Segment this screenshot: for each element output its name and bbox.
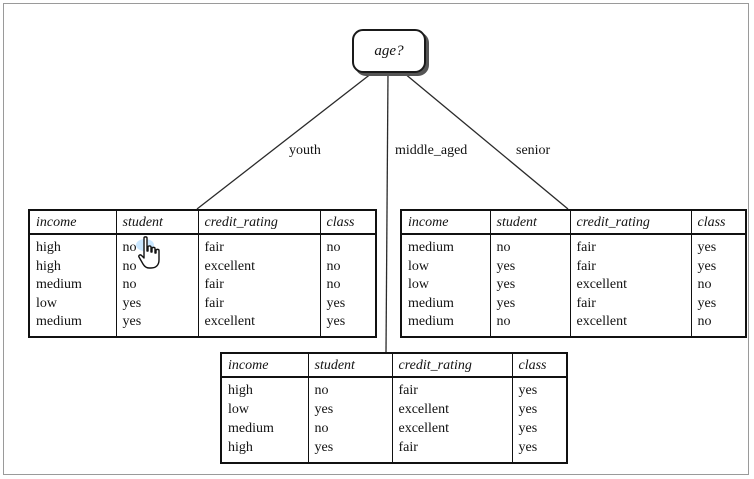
- cell-credit-rating: excellent: [392, 401, 513, 421]
- cell-class: no: [697, 277, 712, 293]
- cell-class: yes: [326, 314, 346, 330]
- column-header-income: income: [30, 211, 117, 235]
- root-node-age: age?: [352, 29, 426, 73]
- column-header-student: student: [308, 354, 393, 378]
- cell-credit-rating: fair: [198, 276, 321, 295]
- cell-student: yes: [308, 401, 393, 421]
- root-node-label: age?: [374, 42, 404, 59]
- cell-income: low: [30, 294, 117, 314]
- cell-student: no: [308, 377, 393, 402]
- table-row: low yes excellent yes: [222, 401, 566, 421]
- column-header-class: class: [691, 211, 745, 235]
- table-row: medium yes fair yes: [402, 294, 745, 314]
- branch-label-middle-aged: middle_aged: [395, 143, 468, 158]
- cell-class: no: [326, 240, 341, 255]
- cell-student: yes: [490, 294, 571, 314]
- branch-label-senior: senior: [516, 143, 551, 158]
- cell-income: medium: [30, 313, 117, 336]
- partition-table-senior: income student credit_rating class mediu…: [400, 209, 747, 338]
- column-header-credit-rating: credit_rating: [198, 211, 321, 235]
- cell-credit-rating: excellent: [198, 313, 321, 336]
- cell-student: no: [490, 313, 571, 336]
- cell-credit-rating: fair: [570, 294, 692, 314]
- edge-youth: [196, 72, 373, 210]
- cell-student: no: [116, 234, 199, 258]
- cell-income: medium: [30, 276, 117, 295]
- cell-income: medium: [402, 313, 491, 336]
- table-row: low yes fair yes: [30, 294, 375, 314]
- column-header-class: class: [512, 354, 566, 378]
- table-row: high yes fair yes: [222, 438, 566, 462]
- cell-credit-rating: excellent: [570, 313, 692, 336]
- column-header-income: income: [222, 354, 309, 378]
- cell-class: no: [326, 258, 341, 274]
- cell-class: yes: [697, 240, 717, 255]
- cell-income: high: [30, 257, 117, 277]
- cell-class: yes: [518, 402, 538, 418]
- cell-class: no: [326, 277, 341, 293]
- cell-income: high: [222, 438, 309, 462]
- cell-student: no: [308, 420, 393, 439]
- cell-income: high: [222, 377, 309, 402]
- cell-class: yes: [326, 295, 346, 311]
- cell-student: yes: [490, 257, 571, 277]
- cell-student: yes: [490, 276, 571, 295]
- partition-table-middle-aged: income student credit_rating class high …: [220, 352, 568, 464]
- header-row: income student credit_rating class: [222, 354, 566, 378]
- table-row: high no excellent no: [30, 257, 375, 277]
- cell-credit-rating: fair: [198, 294, 321, 314]
- cell-income: low: [222, 401, 309, 421]
- cell-credit-rating: fair: [392, 377, 513, 402]
- table-row: medium yes excellent yes: [30, 313, 375, 336]
- cell-student: no: [490, 234, 571, 258]
- cell-class: yes: [518, 421, 538, 437]
- table-row: medium no fair no: [30, 276, 375, 295]
- cell-student: yes: [116, 294, 199, 314]
- column-header-student: student: [116, 211, 199, 235]
- cell-income: low: [402, 257, 491, 277]
- cell-student: yes: [308, 438, 393, 462]
- cell-income: medium: [402, 234, 491, 258]
- table-row: high no fair no: [30, 234, 375, 258]
- edge-middle-aged: [385, 72, 389, 353]
- cell-income: medium: [402, 294, 491, 314]
- cell-credit-rating: excellent: [570, 276, 692, 295]
- column-header-class: class: [320, 211, 375, 235]
- partition-table-youth: income student credit_rating class high …: [28, 209, 377, 338]
- header-row: income student credit_rating class: [402, 211, 745, 235]
- table-row: high no fair yes: [222, 377, 566, 402]
- table-row: medium no fair yes: [402, 234, 745, 258]
- cell-student: no: [116, 276, 199, 295]
- column-header-credit-rating: credit_rating: [392, 354, 513, 378]
- cell-credit-rating: fair: [392, 438, 513, 462]
- column-header-income: income: [402, 211, 491, 235]
- cell-credit-rating: fair: [198, 234, 321, 258]
- cell-credit-rating: excellent: [392, 420, 513, 439]
- cell-income: low: [402, 276, 491, 295]
- column-header-credit-rating: credit_rating: [570, 211, 692, 235]
- branch-label-youth: youth: [289, 143, 321, 158]
- cell-income: medium: [222, 420, 309, 439]
- cell-credit-rating: fair: [570, 234, 692, 258]
- cell-class: yes: [518, 383, 538, 398]
- cell-class: yes: [697, 258, 717, 274]
- cell-class: yes: [697, 295, 717, 311]
- cell-student: no: [116, 257, 199, 277]
- cell-class: yes: [518, 439, 538, 455]
- edge-senior: [403, 72, 569, 210]
- cell-class: no: [697, 314, 712, 330]
- cell-credit-rating: excellent: [198, 257, 321, 277]
- table-row: medium no excellent no: [402, 313, 745, 336]
- cell-credit-rating: fair: [570, 257, 692, 277]
- cell-income: high: [30, 234, 117, 258]
- column-header-student: student: [490, 211, 571, 235]
- cell-student: yes: [116, 313, 199, 336]
- table-row: low yes fair yes: [402, 257, 745, 277]
- table-row: medium no excellent yes: [222, 420, 566, 439]
- table-row: low yes excellent no: [402, 276, 745, 295]
- hand-pointer-icon: [136, 236, 160, 269]
- header-row: income student credit_rating class: [30, 211, 375, 235]
